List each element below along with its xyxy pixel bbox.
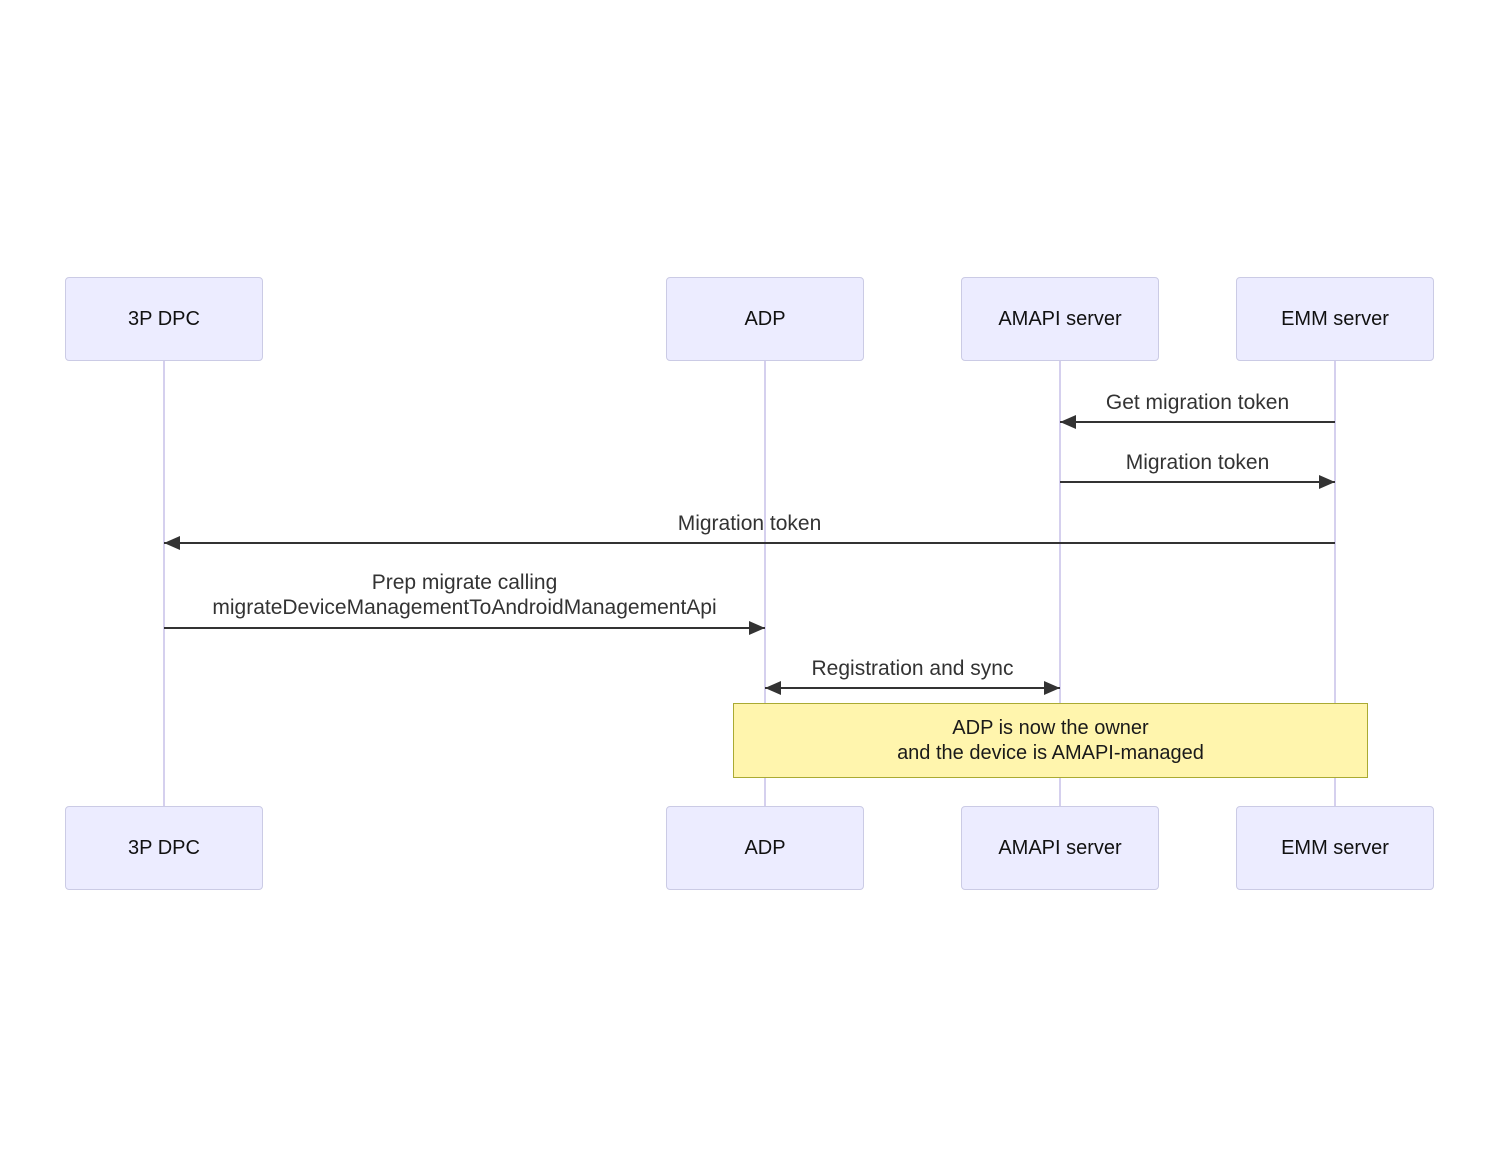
note-box: ADP is now the owner and the device is A… — [733, 703, 1368, 778]
actor-box-adp-top: ADP — [666, 277, 864, 361]
message-label-registration-and-sync: Registration and sync — [811, 657, 1014, 680]
actor-label-3p-dpc: 3P DPC — [128, 307, 200, 330]
actor-box-adp-bottom: ADP — [666, 806, 864, 890]
message-label-migration-token-to-emm: Migration token — [1125, 451, 1270, 474]
lifeline-adp — [764, 360, 766, 806]
arrowhead-left-icon — [765, 681, 781, 695]
actor-label-emm-server: EMM server — [1281, 836, 1389, 859]
actor-box-amapi-server-bottom: AMAPI server — [961, 806, 1159, 890]
message-label-get-migration-token: Get migration token — [1105, 391, 1290, 414]
actor-label-adp: ADP — [744, 307, 786, 330]
message-arrow-migration-token-to-dpc — [164, 536, 1335, 550]
actor-label-emm-server: EMM server — [1281, 307, 1389, 330]
message-label-prep-migrate-line2: migrateDeviceManagementToAndroidManageme… — [212, 596, 717, 619]
note-line-1: ADP is now the owner — [952, 716, 1149, 739]
arrowhead-left-icon — [1060, 415, 1076, 429]
message-arrow-migration-token-to-emm — [1060, 475, 1335, 489]
actor-box-emm-server-top: EMM server — [1236, 277, 1434, 361]
message-arrow-prep-migrate — [164, 621, 765, 635]
arrowhead-right-icon — [1044, 681, 1060, 695]
message-arrow-registration-and-sync — [765, 681, 1060, 695]
lifeline-3p-dpc — [163, 360, 165, 806]
message-label-prep-migrate: Prep migrate calling migrateDeviceManage… — [164, 570, 765, 620]
message-label-migration-token-to-dpc: Migration token — [677, 512, 822, 535]
actor-label-3p-dpc: 3P DPC — [128, 836, 200, 859]
message-arrow-get-migration-token — [1060, 415, 1335, 429]
actor-box-emm-server-bottom: EMM server — [1236, 806, 1434, 890]
lifeline-emm-server — [1334, 360, 1336, 806]
message-label-prep-migrate-line1: Prep migrate calling — [371, 571, 558, 594]
arrowhead-left-icon — [164, 536, 180, 550]
actor-box-3p-dpc-bottom: 3P DPC — [65, 806, 263, 890]
actor-box-3p-dpc-top: 3P DPC — [65, 277, 263, 361]
note-line-2: and the device is AMAPI-managed — [897, 741, 1204, 764]
actor-label-adp: ADP — [744, 836, 786, 859]
lifeline-amapi-server — [1059, 360, 1061, 806]
actor-label-amapi-server: AMAPI server — [998, 836, 1122, 859]
actor-box-amapi-server-top: AMAPI server — [961, 277, 1159, 361]
arrowhead-right-icon — [1319, 475, 1335, 489]
actor-label-amapi-server: AMAPI server — [998, 307, 1122, 330]
arrowhead-right-icon — [749, 621, 765, 635]
